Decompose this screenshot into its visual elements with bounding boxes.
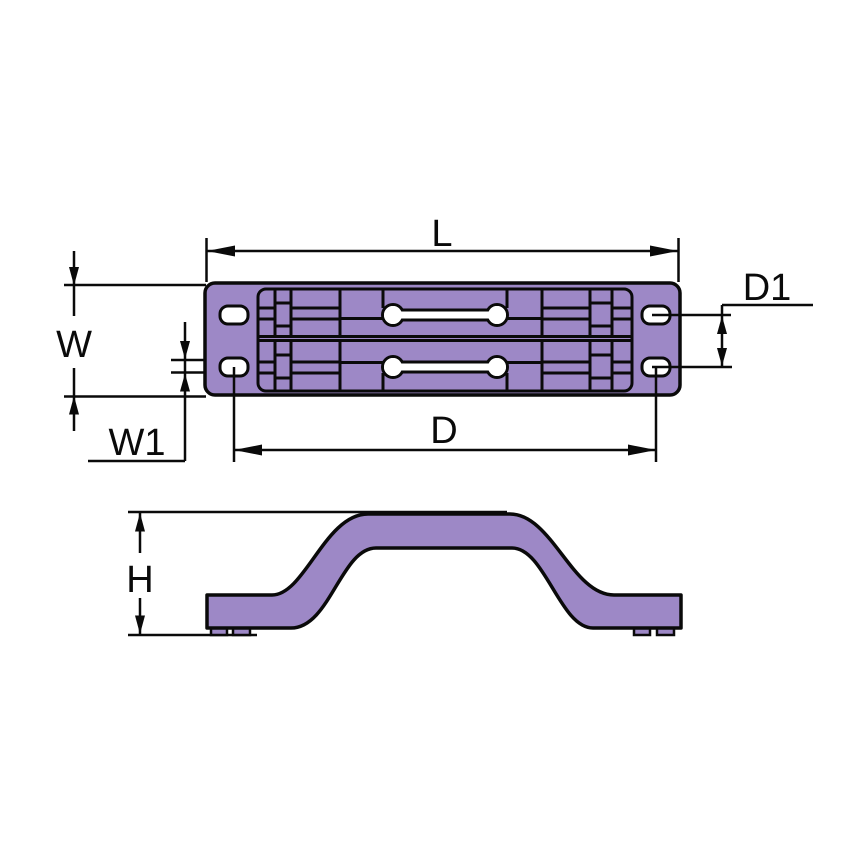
dimension-W: W	[56, 251, 206, 431]
top-view: L W W1 D	[56, 213, 813, 464]
arrowhead-left	[207, 245, 235, 257]
center-slot-lower	[381, 355, 509, 379]
dimension-D-lines	[232, 367, 658, 462]
foot-tab-right-1	[632, 627, 652, 637]
slot-circle-fill	[488, 358, 506, 376]
label-W: W	[56, 324, 92, 366]
slot-band-fill	[393, 363, 497, 371]
dimension-D1: D1	[652, 267, 813, 369]
arrowhead-up	[69, 396, 79, 415]
arrowhead-right	[650, 245, 678, 257]
label-W1: W1	[109, 422, 166, 464]
center-slot-upper	[381, 303, 509, 327]
foot-tab-left-2	[231, 627, 252, 637]
side-view: H	[126, 510, 683, 637]
arrowhead-up	[180, 373, 190, 392]
dimension-L: L	[205, 213, 680, 282]
corner-slot-top-left	[218, 304, 250, 326]
handle-profile	[205, 512, 683, 630]
arrowhead-right	[628, 444, 656, 456]
dimension-D: D	[232, 367, 658, 462]
dimension-L-lines	[205, 238, 680, 282]
slot-band-fill	[393, 311, 497, 319]
dimension-H: H	[126, 513, 154, 634]
arrowhead-down	[135, 615, 145, 634]
dimension-D1-lines	[652, 303, 813, 369]
label-H: H	[126, 559, 153, 601]
arrowhead-left	[234, 444, 262, 456]
label-D1: D1	[743, 267, 792, 309]
arrowhead-down	[717, 348, 727, 366]
label-L: L	[431, 213, 452, 255]
slot-circle-fill	[384, 358, 402, 376]
arrowhead-up	[717, 316, 727, 334]
tread-pattern	[256, 287, 634, 393]
tread-pattern-lines	[258, 289, 632, 391]
dimension-W1-lines	[88, 322, 206, 463]
label-D: D	[430, 410, 457, 452]
foot-tab-right-2	[655, 627, 676, 637]
dimension-W-lines	[64, 251, 206, 431]
slot-circle-fill	[488, 306, 506, 324]
arrowhead-up	[135, 513, 145, 532]
arrowhead-down	[180, 341, 190, 359]
dimension-W1: W1	[88, 322, 206, 464]
foot-tab-left-1	[209, 627, 229, 637]
slot-circle-fill	[384, 306, 402, 324]
arrowhead-down	[69, 267, 79, 286]
